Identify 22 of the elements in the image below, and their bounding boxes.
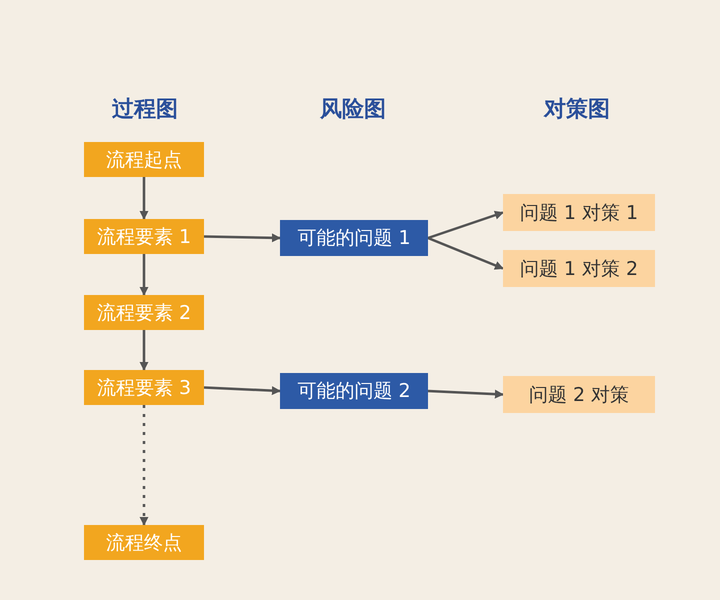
arrow [140,177,148,220]
arrow [140,254,148,296]
risk-box: 可能的问题 2 [280,373,428,409]
countermeasure-box: 问题 1 对策 2 [503,250,655,287]
arrow [204,233,281,242]
process-box: 流程要素 1 [84,219,204,254]
process-box: 流程起点 [84,142,204,177]
process-box: 流程要素 2 [84,295,204,330]
arrow [428,210,504,240]
countermeasure-box: 问题 2 对策 [503,376,655,413]
column-heading: 对策图 [544,96,610,124]
risk-box: 可能的问题 1 [280,220,428,256]
countermeasure-box: 问题 1 对策 1 [503,194,655,231]
arrow [428,390,504,399]
arrow [204,386,281,396]
column-heading: 过程图 [112,96,178,124]
process-box: 流程终点 [84,525,204,560]
arrow [428,236,504,270]
arrow [140,330,148,371]
arrow [140,405,148,526]
column-heading: 风险图 [320,96,386,124]
process-box: 流程要素 3 [84,370,204,405]
